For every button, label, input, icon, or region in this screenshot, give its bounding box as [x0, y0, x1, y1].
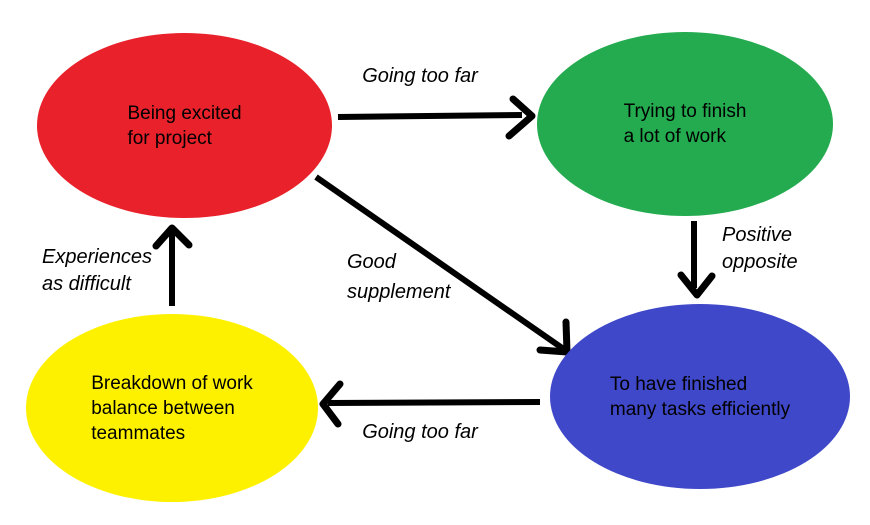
edge-label-line: supplement [347, 281, 451, 303]
edge-label-line: Good [347, 251, 396, 273]
node-text-line: a lot of work [623, 126, 727, 147]
node-being-excited: Being excited for project [37, 33, 332, 218]
node-text-line: teammates [91, 422, 186, 444]
node-text-line: Trying to finish [623, 101, 747, 122]
node-text-line: for project [127, 127, 212, 149]
arrow-red-to-green-head [505, 95, 536, 140]
node-finished-tasks-label: To have finished many tasks efficiently [610, 372, 790, 422]
node-breakdown-of-work: Breakdown of work balance between teamma… [26, 314, 318, 502]
edge-label-experiences-as-difficult: Experiences as difficult [42, 244, 152, 298]
edge-label-going-too-far-bottom: Going too far [362, 421, 478, 443]
node-trying-to-finish-label: Trying to finish a lot of work [624, 99, 747, 149]
arrow-yellow-to-red-head [152, 224, 193, 250]
node-text-line: balance between [91, 397, 235, 419]
arrow-red-to-green [337, 112, 523, 120]
node-finished-tasks: To have finished many tasks efficiently [550, 304, 850, 489]
node-trying-to-finish: Trying to finish a lot of work [537, 32, 833, 216]
node-text-line: many tasks efficiently [609, 398, 791, 420]
edge-label-good-supplement: Good supplement [347, 247, 450, 307]
edge-label-positive-opposite: Positive opposite [722, 222, 798, 276]
edge-label-line: as difficult [42, 273, 131, 295]
edge-label-line: opposite [722, 251, 798, 273]
node-breakdown-of-work-label: Breakdown of work balance between teamma… [91, 371, 253, 446]
edge-label-line: Positive [722, 224, 793, 246]
edge-label-going-too-far-top: Going too far [362, 65, 478, 87]
arrow-green-to-blue-head [677, 271, 716, 299]
arrow-blue-to-yellow [327, 399, 541, 406]
arrow-blue-to-yellow-head [319, 380, 344, 428]
node-text-line: Being excited [127, 102, 242, 124]
node-being-excited-label: Being excited for project [127, 101, 241, 151]
node-text-line: Breakdown of work [91, 372, 253, 394]
node-text-line: To have finished [609, 373, 748, 395]
arrow-red-to-blue-head [536, 318, 571, 356]
edge-label-line: Experiences [42, 246, 153, 268]
